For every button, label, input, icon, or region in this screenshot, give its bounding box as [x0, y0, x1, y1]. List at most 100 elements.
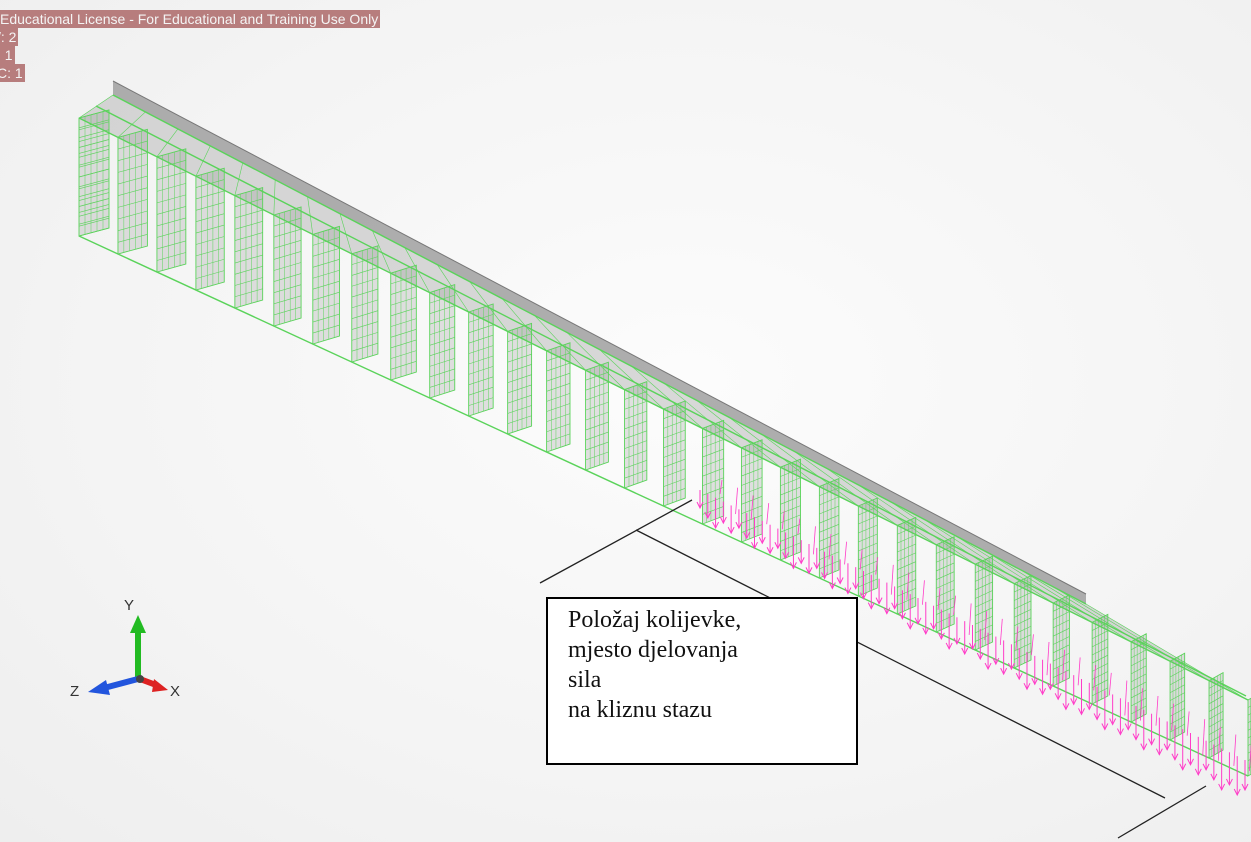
- force-arrow-head: [953, 637, 961, 646]
- mesh-line: [663, 468, 686, 478]
- force-arrow-head: [867, 602, 875, 610]
- mesh-line: [936, 606, 955, 615]
- mesh-line: [234, 209, 263, 219]
- mesh-line: [858, 542, 878, 552]
- mesh-line: [78, 145, 110, 154]
- callout-line-2: mjesto djelovanja: [568, 637, 738, 663]
- mesh-line: [585, 451, 609, 461]
- force-arrow-head: [828, 582, 836, 590]
- force-arrow-head: [898, 612, 906, 620]
- mesh-line: [975, 615, 993, 625]
- mesh-line: [702, 448, 724, 458]
- mesh-line: [468, 324, 494, 334]
- mesh-line: [507, 364, 532, 373]
- fin-top-edge: [112, 80, 1087, 595]
- mesh-line: [273, 228, 302, 238]
- mesh-line: [897, 561, 916, 570]
- mesh-line: [507, 415, 532, 425]
- mesh-line: [819, 505, 840, 515]
- mesh-line: [663, 449, 686, 458]
- mesh-line: [819, 542, 840, 551]
- mesh-line: [1208, 741, 1224, 751]
- mesh-line: [78, 215, 110, 225]
- force-arrow-head: [1194, 768, 1202, 776]
- mesh-line: [1169, 676, 1185, 686]
- mesh-line: [312, 324, 340, 334]
- mesh-line: [546, 362, 571, 372]
- mesh-line: [663, 458, 686, 468]
- mesh-line: [507, 384, 532, 394]
- mesh-line: [1091, 638, 1108, 648]
- mesh-line: [390, 286, 417, 295]
- force-arrow: [1217, 726, 1221, 761]
- leader-line: [635, 529, 1166, 799]
- force-arrow-head: [704, 511, 712, 520]
- mesh-line: [156, 171, 186, 181]
- force-arrow-head: [1132, 733, 1140, 741]
- force-arrow-head: [1023, 682, 1031, 691]
- mesh-line: [195, 213, 225, 223]
- mesh-line: [1053, 652, 1070, 662]
- force-arrow-head: [751, 541, 758, 550]
- mesh-line: [507, 405, 532, 414]
- mesh-line: [78, 156, 110, 166]
- mesh-line: [858, 578, 878, 588]
- mesh-line: [429, 337, 455, 346]
- deck-mesh-line: [858, 484, 976, 565]
- mesh-line: [468, 376, 494, 386]
- mesh-line: [195, 247, 225, 257]
- beam-longitudinal-edge: [95, 105, 1247, 697]
- mesh-line: [975, 607, 993, 616]
- mesh-line: [741, 458, 763, 467]
- force-arrow-head: [1093, 713, 1101, 721]
- mesh-line: [195, 258, 225, 268]
- mesh-line: [858, 560, 878, 570]
- force-arrow: [1249, 742, 1251, 771]
- mesh-line: [117, 187, 148, 196]
- triad-y-label: Y: [124, 597, 135, 614]
- mesh-line: [156, 217, 186, 227]
- force-arrow: [1046, 641, 1050, 676]
- mesh-line: [897, 552, 916, 562]
- force-arrow-head: [735, 521, 743, 530]
- force-arrow: [1124, 680, 1128, 716]
- mesh-line: [741, 524, 763, 533]
- force-arrow-head: [1085, 703, 1093, 711]
- mesh-line: [624, 440, 647, 449]
- force-arrow-head: [1101, 723, 1109, 731]
- end-face-mesh: [78, 207, 110, 217]
- mesh-line: [1014, 617, 1032, 627]
- mesh-line: [624, 430, 647, 440]
- force-arrow: [1171, 703, 1174, 731]
- force-arrow-head: [766, 547, 774, 555]
- end-face-mesh: [78, 139, 110, 148]
- mesh-line: [1247, 743, 1251, 746]
- mesh-line: [195, 224, 225, 234]
- callout-box: Položaj kolijevke, mjesto djelovanja sil…: [546, 597, 858, 765]
- mesh-line: [390, 350, 417, 359]
- mesh-line: [390, 307, 417, 317]
- mesh-line: [351, 299, 379, 309]
- force-arrow: [750, 495, 754, 520]
- mesh-line: [1014, 642, 1032, 652]
- mesh-line: [429, 368, 455, 378]
- mesh-line: [351, 288, 379, 298]
- mesh-line: [1169, 684, 1185, 693]
- mesh-line: [702, 506, 724, 515]
- mesh-line: [78, 192, 110, 201]
- license-line-1: /: 2: [0, 28, 19, 46]
- force-arrow-head: [1163, 743, 1171, 751]
- mesh-line: [624, 410, 647, 420]
- mesh-line: [156, 252, 186, 261]
- mesh-line: [1053, 669, 1070, 678]
- force-arrow-head: [1241, 783, 1249, 792]
- force-arrow: [1031, 634, 1034, 656]
- deck-mesh-line: [437, 264, 469, 313]
- mesh-line: [819, 560, 840, 570]
- mesh-line: [273, 262, 302, 271]
- mesh-line: [702, 487, 724, 496]
- force-arrow: [1155, 695, 1159, 726]
- mesh-line: [702, 477, 724, 487]
- mesh-line: [975, 581, 993, 591]
